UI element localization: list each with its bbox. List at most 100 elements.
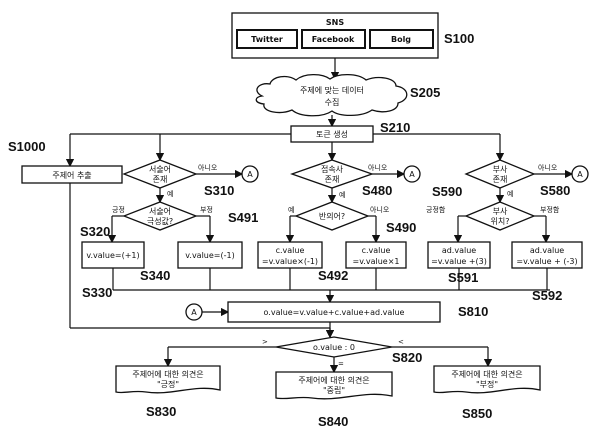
conj-exists-line1: 접속사 — [321, 164, 344, 174]
ref-s100: S100 — [444, 31, 474, 46]
ref-s205: S205 — [410, 85, 440, 100]
token-block: 토큰 생성 S210 — [290, 120, 410, 143]
sum-block: o.value=v.value+c.value+ad.value S810 — [227, 301, 488, 323]
verb-exists-line1: 서술어 — [149, 164, 171, 174]
connector-label: A — [247, 170, 253, 179]
verb-minus-value: v.value=(-1) — [185, 251, 234, 260]
adverb-position-line1: 부사 — [493, 207, 508, 216]
sns-block: SNS Twitter Facebook Bolg S100 — [231, 12, 474, 59]
conj-reverse-label: 반의어? — [319, 211, 345, 221]
verb-plus-value: v.value=(+1) — [86, 251, 139, 260]
connector-label: A — [577, 170, 583, 179]
result-positive-line1: 주제어에 대한 의견은 — [132, 369, 203, 379]
result-negative: 주제어에 대한 의견은 "부정" S850 — [433, 365, 541, 421]
source-twitter: Twitter — [251, 35, 283, 44]
adverb-minus-line1: ad.value — [530, 246, 564, 255]
ref-s850: S850 — [462, 406, 492, 421]
ref-s590: S590 — [432, 184, 462, 199]
conj-yes-line2: =v.value×(-1) — [262, 257, 318, 266]
result-neutral-line1: 주제어에 대한 의견은 — [298, 375, 369, 385]
ref-s330: S330 — [82, 285, 112, 300]
ref-s340: S340 — [140, 268, 170, 283]
compare-label: o.value : 0 — [313, 343, 355, 352]
adverb-negative-label: 부정함 — [540, 205, 560, 214]
connector-label: A — [191, 308, 197, 317]
collect-line1: 주제에 맞는 데이터 — [300, 85, 364, 95]
collect-line2: 수집 — [325, 97, 340, 107]
ref-s840: S840 — [318, 414, 348, 429]
verb-minus-box: v.value=(-1) S340 — [140, 241, 243, 283]
adverb-position-decision: 부사 위치? S590 긍정함 부정함 — [426, 184, 560, 231]
adverb-positive-label: 긍정함 — [426, 205, 446, 214]
sum-formula: o.value=v.value+c.value+ad.value — [264, 308, 405, 317]
adverb-position-line2: 위치? — [491, 217, 510, 226]
connector-a-adverb: A — [571, 165, 589, 183]
ref-s810: S810 — [458, 304, 488, 319]
ref-s490: S490 — [386, 220, 416, 235]
conj-no-label: 아니오 — [368, 163, 388, 172]
compare-decision: o.value : 0 S820 > < = — [262, 336, 422, 368]
compare-gt: > — [262, 338, 268, 346]
extract-label: 주제어 추출 — [52, 170, 91, 180]
connector-a-verb: A — [241, 165, 259, 183]
verb-negative-label: 부정 — [200, 205, 213, 214]
adverb-no-label: 아니오 — [538, 163, 558, 172]
source-blog: Bolg — [391, 35, 411, 44]
ref-s1000: S1000 — [8, 139, 46, 154]
compare-eq: = — [338, 360, 344, 368]
ref-s580: S580 — [540, 183, 570, 198]
verb-exists-line2: 존재 — [153, 175, 168, 184]
ref-s830: S830 — [146, 404, 176, 419]
result-positive-line2: "긍정" — [157, 379, 179, 389]
result-negative-line1: 주제어에 대한 의견은 — [451, 369, 522, 379]
conj-exists-decision: 접속사 존재 S480 아니오 예 — [290, 159, 392, 199]
adverb-exists-line2: 존재 — [493, 175, 508, 184]
compare-lt: < — [398, 338, 404, 346]
conj-no-box: c.value =v.value×1 S492 — [318, 241, 407, 283]
adverb-plus-line2: =v.value +(3) — [431, 257, 487, 266]
verb-exists-decision: 서술어 존재 S310 아니오 예 — [122, 159, 234, 198]
verb-yes-label: 예 — [167, 189, 173, 198]
ref-s480: S480 — [362, 183, 392, 198]
conj-no-line2: =v.value×1 — [352, 257, 399, 266]
adverb-exists-decision: 부사 존재 S580 아니오 예 — [464, 159, 570, 198]
token-label: 토큰 생성 — [316, 129, 348, 139]
adverb-exists-line1: 부사 — [493, 165, 508, 174]
conj-yes-line1: c.value — [276, 246, 305, 255]
verb-polarity-decision: 서술어 극성값? S320 긍정 부정 — [80, 201, 213, 239]
ref-s310: S310 — [204, 183, 234, 198]
conj-reverse-decision: 반의어? S490 예 아니오 — [288, 201, 416, 235]
conj-no-line1: c.value — [362, 246, 391, 255]
result-negative-line2: "부정" — [476, 379, 498, 389]
connector-a-conj: A — [403, 165, 421, 183]
adverb-plus-line1: ad.value — [442, 246, 476, 255]
verb-polarity-line1: 서술어 — [149, 206, 171, 216]
conj-reverse-no: 아니오 — [370, 205, 390, 214]
conj-exists-line2: 존재 — [325, 175, 340, 184]
source-facebook: Facebook — [312, 35, 355, 44]
result-neutral: 주제어에 대한 의견은 "중립" S840 — [275, 371, 393, 429]
adverb-yes-label: 예 — [507, 189, 513, 198]
verb-plus-box: v.value=(+1) S330 — [81, 241, 145, 300]
verb-no-label: 아니오 — [198, 163, 218, 172]
ref-s491: S491 — [228, 210, 258, 225]
result-neutral-line2: "중립" — [323, 386, 345, 395]
adverb-minus-box: ad.value =v.value + (-3) S592 — [511, 241, 583, 303]
ref-s492: S492 — [318, 268, 348, 283]
connector-label: A — [409, 170, 415, 179]
ref-s591: S591 — [448, 270, 478, 285]
ref-s210: S210 — [380, 120, 410, 135]
ref-s592: S592 — [532, 288, 562, 303]
verb-polarity-line2: 극성값? — [147, 216, 173, 226]
extract-block: S1000 주제어 추출 — [8, 139, 123, 184]
adverb-minus-line2: =v.value + (-3) — [516, 257, 577, 266]
adverb-plus-box: ad.value =v.value +(3) S591 — [427, 241, 491, 285]
connector-a-sum: A — [185, 303, 203, 321]
sns-title: SNS — [326, 18, 344, 27]
conj-yes-label: 예 — [339, 190, 345, 199]
verb-positive-label: 긍정 — [112, 205, 125, 214]
conj-reverse-yes: 예 — [288, 205, 294, 214]
ref-s320: S320 — [80, 224, 110, 239]
collect-cloud: 주제에 맞는 데이터 수집 S205 — [255, 73, 440, 117]
